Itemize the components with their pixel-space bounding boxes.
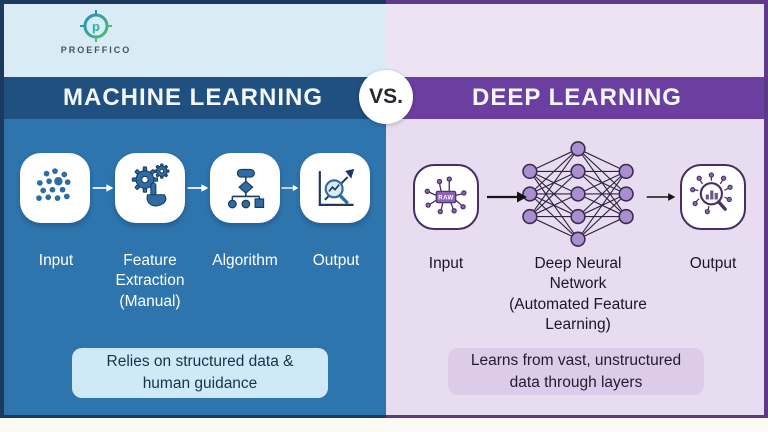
- svg-text:p: p: [92, 19, 100, 34]
- dl-caption: Learns from vast, unstructured data thro…: [448, 348, 704, 395]
- ml-algorithm-tile: [210, 153, 280, 223]
- flowchart-icon: [227, 168, 265, 209]
- ml-feature-extraction-tile: [115, 153, 185, 223]
- neural-network-icon: [522, 141, 634, 247]
- machine-learning-header: MACHINE LEARNING: [0, 77, 386, 119]
- right-border: [764, 0, 768, 418]
- vs-badge: VS.: [359, 70, 413, 124]
- bottom-border-left: [0, 415, 386, 418]
- ml-caption: Relies on structured data & human guidan…: [72, 348, 328, 398]
- left-topbar: [0, 0, 386, 77]
- dl-output-label: Output: [689, 255, 737, 272]
- scatter-data-icon: [36, 168, 71, 201]
- bottom-white-strip: [0, 418, 768, 432]
- ml-output-tile: [300, 153, 370, 223]
- dl-output-tile: [680, 164, 746, 230]
- right-topbar: [386, 0, 768, 77]
- dl-input-tile: RAW: [413, 164, 479, 230]
- ml-output-label: Output: [312, 252, 360, 269]
- circuit-chip-icon: RAW: [424, 176, 467, 215]
- dl-network-label: Deep Neural Network (Automated Feature L…: [509, 255, 647, 334]
- left-border: [0, 0, 4, 418]
- ml-algorithm-label: Algorithm: [212, 252, 278, 269]
- gears-hand-icon: [131, 163, 170, 207]
- arrow-right-icon: [187, 184, 209, 192]
- ml-input-label: Input: [38, 252, 74, 269]
- brand-logo: p PROEFFICO: [52, 9, 140, 55]
- deep-learning-header: DEEP LEARNING: [386, 77, 768, 119]
- deep-learning-title: DEEP LEARNING: [472, 84, 682, 111]
- bottom-border-right: [386, 415, 768, 418]
- top-border-right: [386, 0, 768, 4]
- arrow-right-icon: [92, 184, 114, 192]
- arrow-right-icon: [646, 193, 676, 201]
- brand-name: PROEFFICO: [60, 45, 132, 55]
- ml-feature-extraction-label: Feature Extraction (Manual): [115, 252, 185, 310]
- proeffico-target-logo-icon: p: [80, 10, 112, 42]
- dl-input-label: Input: [428, 255, 464, 272]
- machine-learning-title: MACHINE LEARNING: [63, 84, 323, 111]
- vs-label: VS.: [369, 85, 403, 108]
- ml-input-tile: [20, 153, 90, 223]
- top-border-left: [0, 0, 386, 4]
- magnifier-insights-icon: [690, 172, 733, 215]
- arrow-right-icon: [487, 191, 527, 203]
- arrow-right-icon: [281, 184, 299, 192]
- chip-label: RAW: [438, 194, 453, 201]
- chart-magnifier-icon: [318, 168, 355, 206]
